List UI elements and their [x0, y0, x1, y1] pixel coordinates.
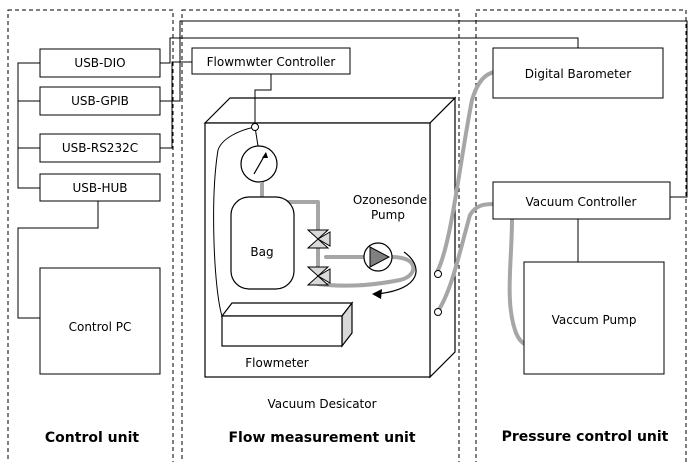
control-unit-border: [7, 9, 174, 466]
vacuum-pump-box: [523, 261, 665, 375]
wire-dio-barometer: [160, 37, 579, 64]
vacuum-controller-box: [492, 181, 671, 220]
bag-label: Bag: [250, 245, 273, 259]
control-pc-box: [39, 267, 161, 375]
tube-vacuum-controller: [436, 202, 496, 313]
desicator-side-face: [429, 96, 456, 379]
pressure-unit: Digital Barometer Vacuum Controller Vacc…: [492, 47, 671, 375]
port-upper: [434, 270, 442, 278]
tube-pump-loop: [316, 255, 416, 288]
desicator-top-face: [203, 97, 457, 124]
valve-lower-icon: [306, 266, 331, 286]
bag-shape: [230, 196, 295, 290]
flow-unit: Flowmwter Controller Bag Ozonesonde Pump: [191, 47, 442, 411]
usb-hub-box: [39, 173, 161, 202]
wire-gpib-controller: [160, 20, 688, 198]
usb-gpib-box: [39, 86, 161, 116]
usb-rs232c-box: [39, 133, 161, 163]
wire-flowctl-desicator: [254, 74, 272, 123]
control-unit: USB-DIO USB-GPIB USB-RS232C USB-HUB Cont…: [39, 48, 161, 375]
digital-barometer-box: [492, 47, 664, 99]
valve-upper-icon: [306, 229, 331, 249]
rotation-arrow-icon: [375, 251, 417, 295]
port-lower: [434, 308, 442, 316]
wires: [17, 20, 688, 319]
usb-rs232c-label: USB-RS232C: [62, 141, 138, 155]
wire-hub-dio: [17, 62, 40, 101]
wire-hub-pc: [17, 201, 99, 319]
usb-gpib-label: USB-GPIB: [71, 94, 129, 108]
flow-controller-box: [191, 47, 351, 75]
ozonesonde-pump-icon: [363, 242, 393, 272]
digital-barometer-label: Digital Barometer: [525, 67, 631, 81]
tube-barometer: [436, 70, 496, 272]
section-title-pressure: Pressure control unit: [502, 429, 669, 445]
usb-hub-label: USB-HUB: [72, 181, 127, 195]
section-title-control: Control unit: [45, 430, 139, 446]
control-pc-label: Control PC: [69, 320, 132, 334]
flow-controller-label: Flowmwter Controller: [207, 55, 336, 69]
vacuum-pump-label: Vaccum Pump: [552, 313, 637, 327]
pressure-gauge-icon: [240, 145, 278, 183]
rotation-arrowhead: [372, 289, 382, 299]
wire-hub-rs232c: [17, 147, 40, 189]
wire-hub-gpib: [17, 100, 40, 148]
vacuum-controller-label: Vacuum Controller: [526, 195, 637, 209]
junction-node: [251, 123, 259, 131]
usb-dio-label: USB-DIO: [74, 56, 125, 70]
wire-flowmeter-gauge: [213, 126, 256, 317]
desicator-label: Vacuum Desicator: [267, 397, 376, 411]
section-title-flow: Flow measurement unit: [228, 430, 415, 446]
ozonesonde-label-line2: Pump: [371, 208, 405, 222]
flowmeter-shape: [220, 301, 354, 348]
usb-dio-box: [39, 48, 161, 78]
ozonesonde-label-line1: Ozonesonde: [353, 193, 427, 207]
flowmeter-label: Flowmeter: [245, 356, 309, 370]
wire-rs232c-flowctl: [160, 61, 192, 149]
